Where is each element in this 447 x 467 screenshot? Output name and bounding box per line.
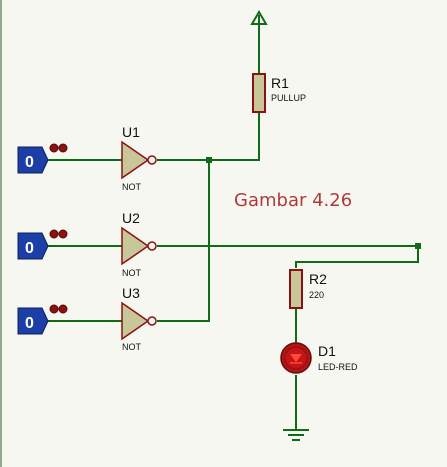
- ground-terminal[interactable]: [283, 429, 309, 441]
- pin-indicator-icon: [49, 229, 59, 239]
- pin-indicator-icon: [49, 304, 59, 314]
- u1-type-label: NOT: [122, 182, 142, 192]
- logic-probe-2[interactable]: 0: [17, 229, 68, 260]
- wires: [48, 25, 421, 430]
- resistor-r1[interactable]: R1 PULLUP: [252, 73, 306, 113]
- power-terminal[interactable]: [250, 10, 268, 25]
- d1-value-label: LED-RED: [318, 362, 358, 372]
- pin-indicator-icon: [58, 229, 68, 239]
- probe-2-value: 0: [25, 240, 34, 257]
- not-gate-icon: [121, 140, 150, 180]
- not-gate-icon: [121, 301, 150, 341]
- not-gate-u3[interactable]: U3 NOT: [121, 285, 157, 352]
- power-arrow-icon: [250, 10, 268, 25]
- pin-indicator-icon: [58, 143, 68, 153]
- not-gate-icon: [121, 226, 150, 266]
- not-gate-u2[interactable]: U2 NOT: [121, 210, 157, 278]
- logic-probe-3[interactable]: 0: [17, 304, 68, 335]
- d1-ref-label: D1: [318, 343, 336, 359]
- r2-value-label: 220: [309, 290, 324, 300]
- logic-probe-1[interactable]: 0: [17, 143, 68, 174]
- u3-type-label: NOT: [122, 342, 142, 352]
- u2-ref-label: U2: [122, 210, 140, 226]
- u1-ref-label: U1: [122, 124, 140, 140]
- pin-indicator-icon: [49, 143, 59, 153]
- figure-caption: Gambar 4.26: [234, 190, 352, 211]
- u2-type-label: NOT: [122, 268, 142, 278]
- u3-ref-label: U3: [122, 285, 140, 301]
- diode-arrow-icon: [290, 354, 302, 362]
- junction-dot: [415, 243, 421, 249]
- not-gate-u1[interactable]: U1 NOT: [121, 124, 157, 192]
- r1-ref-label: R1: [271, 75, 289, 91]
- probe-3-value: 0: [25, 315, 34, 332]
- pin-indicator-icon: [58, 304, 68, 314]
- led-d1[interactable]: D1 LED-RED: [280, 342, 358, 374]
- resistor-r2[interactable]: R2 220: [289, 269, 327, 309]
- r2-ref-label: R2: [309, 271, 327, 287]
- r1-value-label: PULLUP: [271, 93, 306, 103]
- probe-1-value: 0: [25, 154, 34, 171]
- junction-dot: [206, 157, 212, 163]
